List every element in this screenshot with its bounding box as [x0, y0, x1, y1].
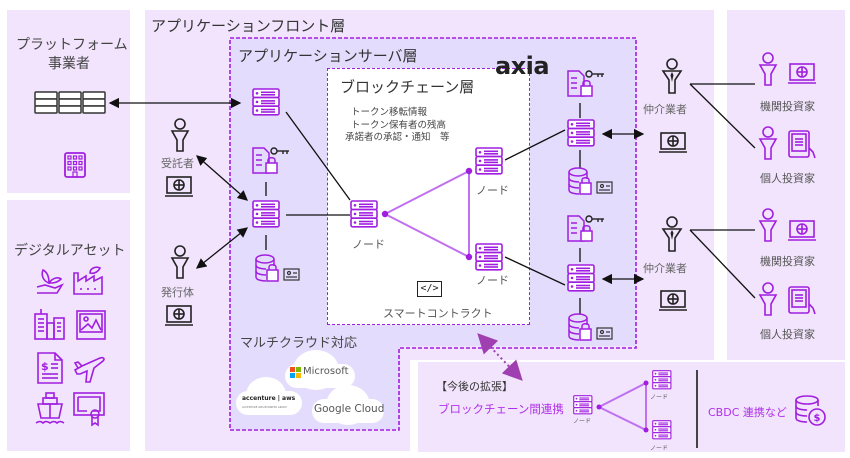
- investor-person-icon: [758, 126, 778, 160]
- database-lock-icon: [568, 313, 613, 341]
- node-label-left: ノード: [352, 238, 385, 251]
- cloud-microsoft: Microsoft: [285, 350, 355, 390]
- digital-asset-icons: $: [30, 262, 110, 432]
- broker1-label: 仲介業者: [643, 103, 687, 116]
- future-node-bottom: [652, 420, 672, 440]
- broker2-person-icon: [661, 216, 683, 252]
- accenture-aws-text: accenture | aws: [242, 395, 296, 402]
- platform-title-line2: 事業者: [48, 56, 90, 72]
- investor-label: 個人投資家: [760, 328, 815, 341]
- blockchain-layer-title: ブロックチェーン層: [340, 78, 475, 96]
- node-server-bottom: [475, 243, 503, 271]
- picture-icon: [76, 310, 106, 340]
- cbdc-coin-icon: $: [795, 395, 826, 426]
- svg-text:$: $: [814, 413, 821, 424]
- microsoft-text: Microsoft: [303, 366, 349, 377]
- digital-asset-panel: [7, 200, 130, 451]
- future-node-label: ノード: [650, 394, 669, 401]
- blockchain-info: トークン移転情報 トークン保有者の残高 承諾者の承認・通知 等: [345, 107, 450, 145]
- platform-servers-icon: [34, 91, 106, 114]
- svg-text:$: $: [41, 360, 49, 373]
- investor-label: 機関投資家: [760, 100, 815, 113]
- plant-hand-icon: [36, 268, 65, 294]
- factory-icon: [73, 266, 103, 295]
- server-layer-title: アプリケーションサーバ層: [238, 47, 418, 65]
- info-line: トークン移転情報: [351, 107, 428, 118]
- axia-logo: axia: [495, 52, 550, 80]
- server-icon-broker1: [567, 119, 595, 147]
- investor-person-icon: [758, 282, 778, 316]
- node-server-left: [350, 200, 378, 228]
- broker2-label: 仲介業者: [643, 262, 687, 275]
- trustee-person-icon: [170, 118, 190, 152]
- info-line: 承諾者の承認・通知 等: [345, 132, 450, 143]
- database-lock-icon: [255, 254, 300, 282]
- node-label-top: ノード: [476, 184, 509, 197]
- investors-panel: [727, 10, 845, 360]
- investor-laptop-icon: [788, 220, 816, 241]
- document-key-lock-icon: [252, 147, 289, 174]
- cbdc-label: CBDC 連携など: [708, 406, 787, 419]
- cloud-accenture-aws: accenture | aws ACCENTURE AWS BUSINESS G…: [236, 377, 302, 417]
- digital-asset-title: デジタルアセット: [14, 243, 126, 259]
- investor-tablet-icon: [788, 286, 816, 315]
- multicloud-label: マルチクラウド対応: [240, 336, 358, 351]
- investor-laptop-icon: [788, 63, 816, 84]
- airplane-icon: [73, 356, 105, 383]
- platform-title: プラットフォーム 事業者: [16, 36, 128, 74]
- investor-label: 個人投資家: [760, 172, 815, 185]
- broker2-laptop-icon: [659, 290, 687, 311]
- future-node-top: [652, 370, 672, 390]
- node-server-top: [475, 147, 503, 175]
- platform-title-line1: プラットフォーム: [16, 37, 128, 53]
- investor-person-icon: [758, 52, 778, 86]
- node-label-bottom: ノード: [476, 274, 509, 287]
- server-icon-broker2: [567, 264, 595, 292]
- node-triangle: [384, 169, 470, 259]
- document-key-lock-icon: [567, 70, 604, 97]
- future-node-triangle: [598, 381, 647, 432]
- investor-label: 機関投資家: [760, 255, 815, 268]
- future-node-label: ノード: [650, 445, 669, 452]
- broker1-laptop-icon: [659, 132, 687, 153]
- info-line: トークン保有者の残高: [351, 119, 447, 131]
- ship-icon: [35, 392, 65, 425]
- broker1-person-icon: [661, 58, 683, 94]
- trustee-server-arrow: [196, 155, 248, 201]
- future-node-label: ノード: [573, 418, 592, 425]
- front-layer-title: アプリケーションフロント層: [151, 17, 346, 35]
- invoice-icon: $: [37, 352, 63, 384]
- investor-person-icon: [758, 208, 778, 242]
- database-lock-icon: [568, 167, 613, 195]
- document-key-lock-icon: [567, 215, 604, 242]
- google-cloud-text: Google Cloud: [314, 403, 385, 415]
- issuer-label: 発行体: [161, 286, 194, 299]
- server-icon-app: [252, 200, 280, 228]
- future-title: 【今後の拡張】: [436, 380, 513, 393]
- trustee-laptop-icon: [165, 176, 193, 197]
- trustee-label: 受託者: [161, 157, 194, 170]
- accenture-aws-subtext: ACCENTURE AWS BUSINESS GROUP: [242, 406, 287, 409]
- future-node-left: [573, 395, 593, 415]
- cloud-google: Google Cloud: [312, 385, 384, 425]
- blockchain-layer-box: [327, 68, 530, 325]
- microsoft-logo-icon: [290, 367, 301, 378]
- issuer-person-icon: [170, 245, 190, 279]
- interchain-label: ブロックチェーン間連携: [438, 402, 564, 416]
- smart-contract-label: スマートコントラクト: [383, 307, 493, 320]
- server-icon-api: [252, 88, 280, 116]
- smart-contract-icon: </>: [417, 281, 442, 297]
- extension-dotted-arrow: [477, 333, 523, 381]
- investor-tablet-icon: [788, 130, 816, 159]
- buildings-icon: [34, 309, 65, 340]
- certificate-icon: [73, 392, 105, 427]
- issuer-laptop-icon: [165, 305, 193, 326]
- issuer-server-arrow: [195, 227, 249, 269]
- building-icon: [64, 152, 86, 178]
